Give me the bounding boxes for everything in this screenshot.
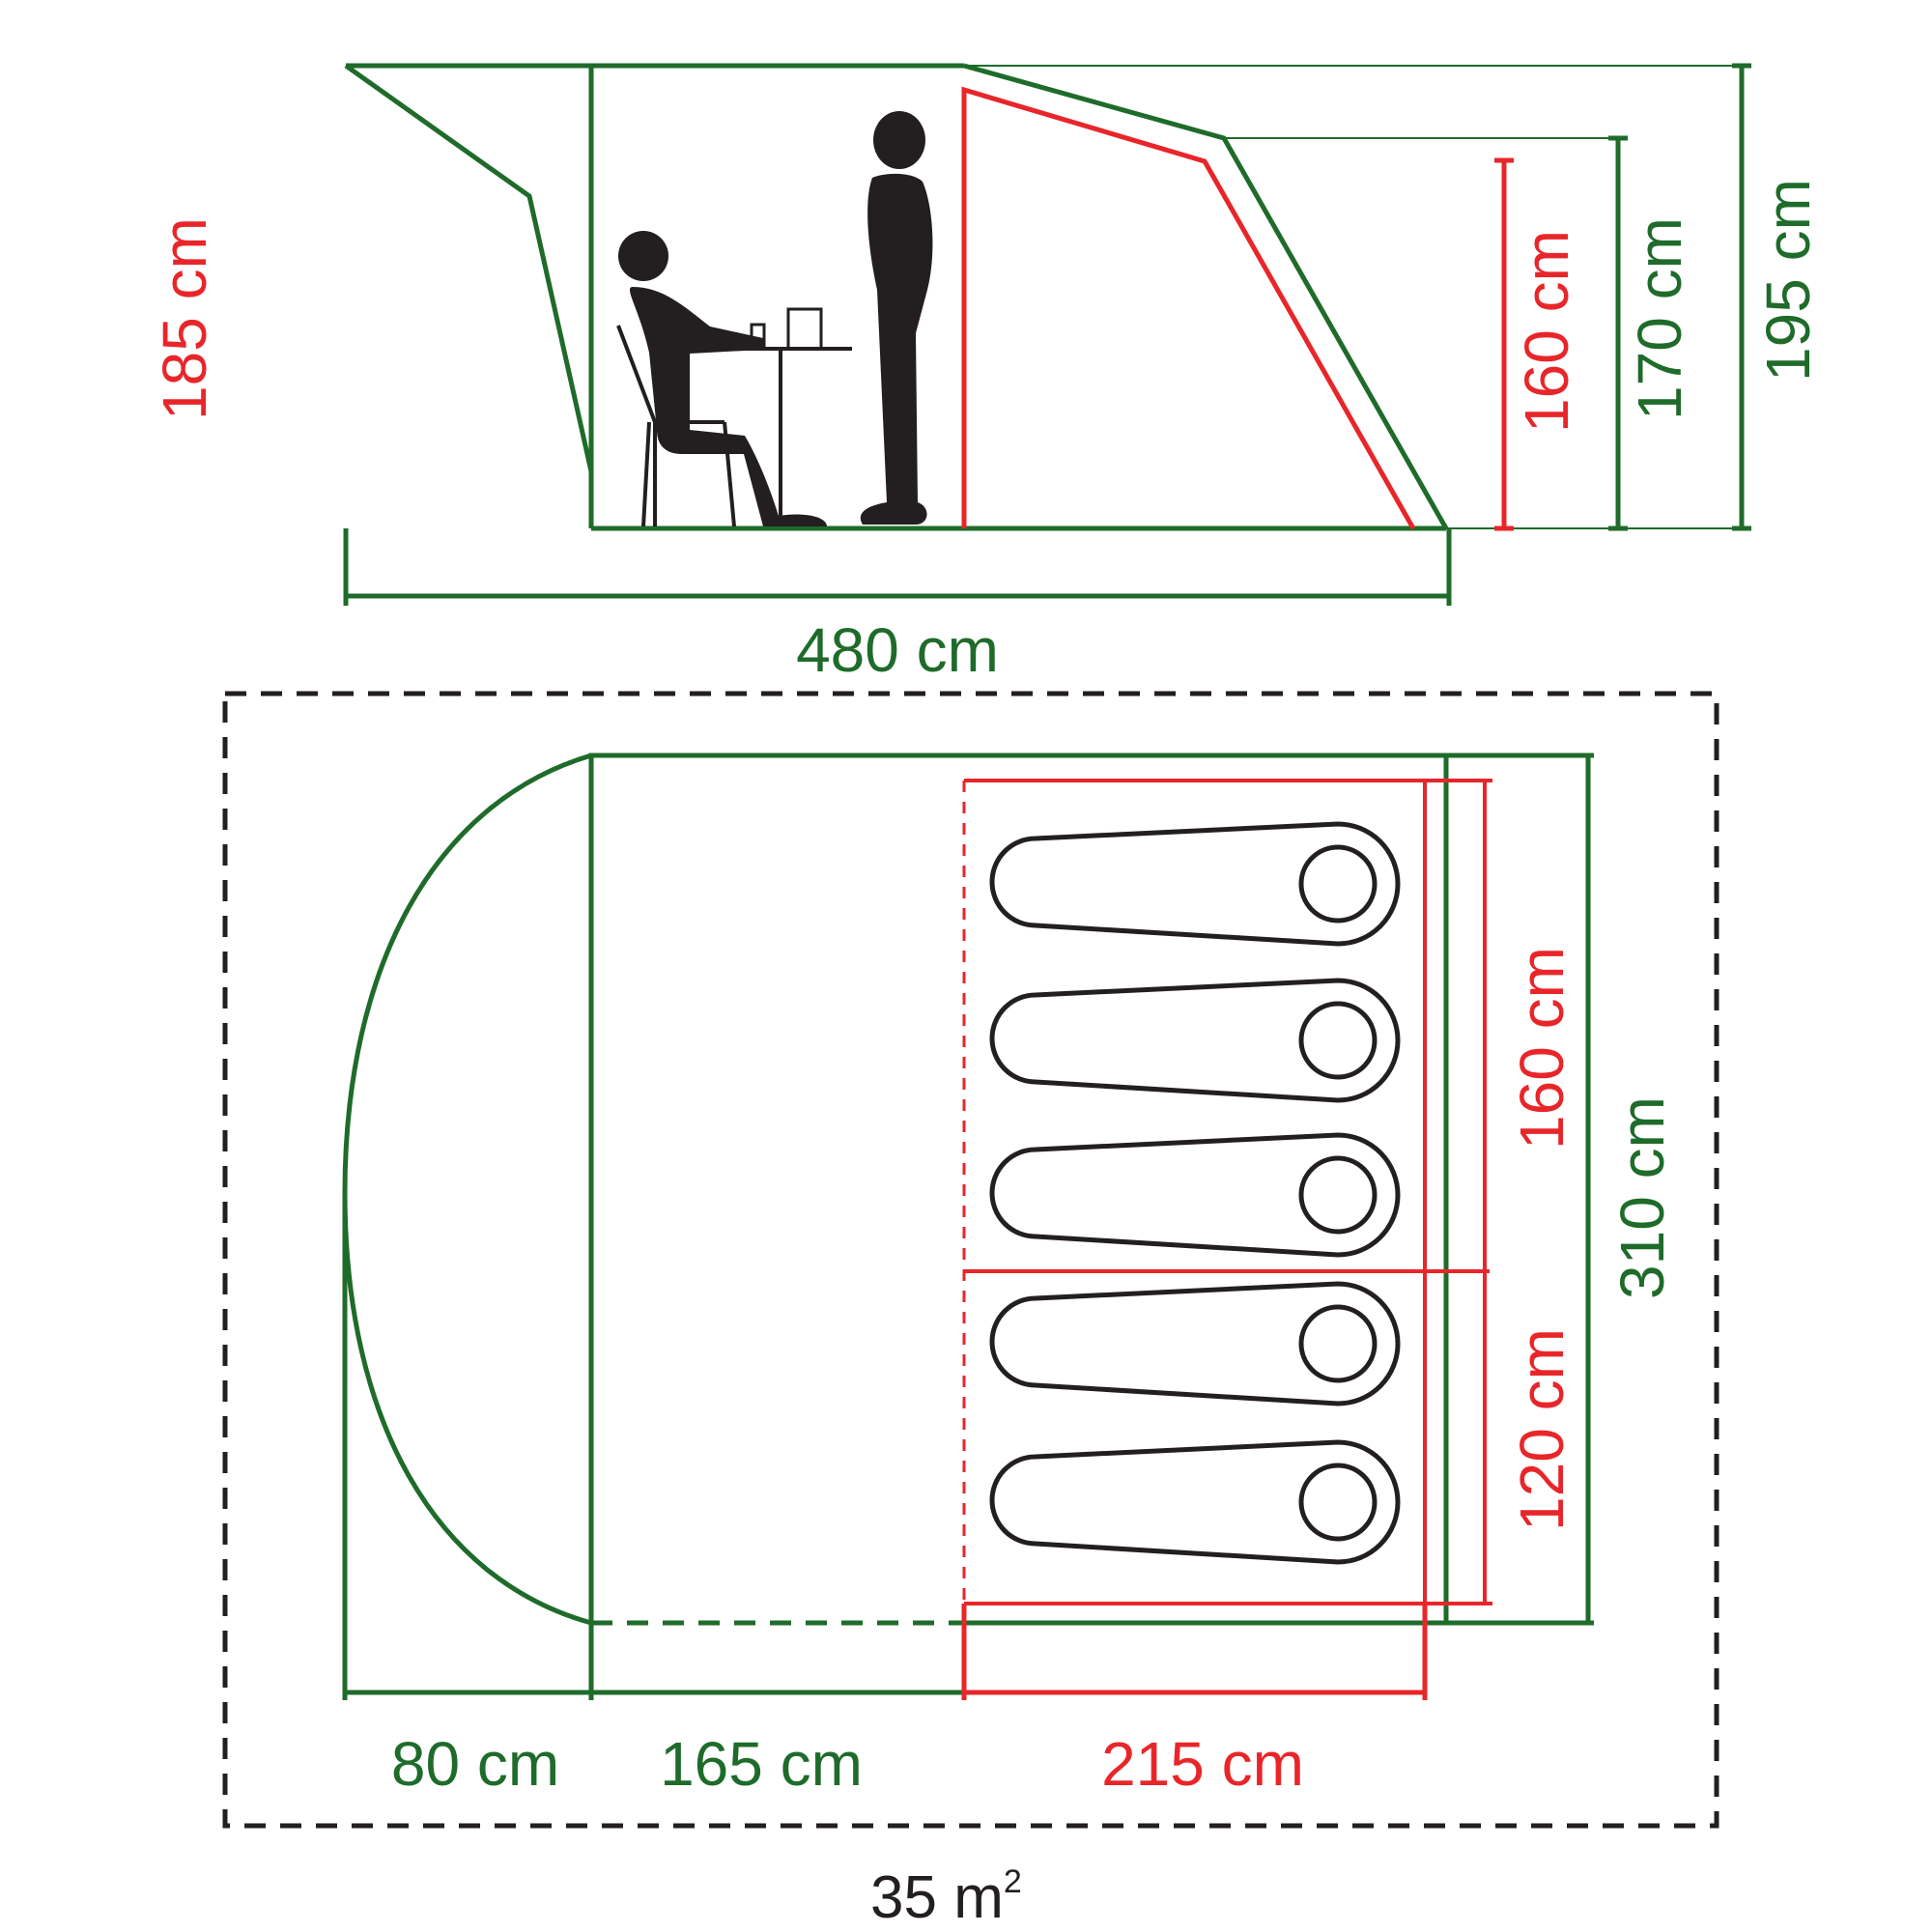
width-label: 310 cm: [1607, 1096, 1677, 1299]
bedroom-1-dim: [1425, 779, 1492, 1271]
bedroom-2-label: 120 cm: [1507, 1328, 1577, 1531]
height-dim-inner: [1494, 157, 1514, 531]
porch-depth-dim: [342, 1193, 591, 1700]
peak-height-label: 195 cm: [1753, 179, 1823, 382]
bedroom-outline: [964, 779, 1427, 1605]
width-dim: [1446, 753, 1594, 1626]
outer-tent-outline: [588, 753, 1449, 1626]
awning-outline: [344, 63, 594, 472]
length-label: 480 cm: [796, 615, 999, 685]
bedroom-depth-label: 215 cm: [1101, 1729, 1304, 1799]
porch-depth-label: 80 cm: [391, 1729, 559, 1799]
standing-person-icon: [860, 111, 933, 525]
living-depth-label: 165 cm: [660, 1729, 863, 1799]
rear-height-label: 170 cm: [1625, 217, 1694, 420]
inner-height-label: 160 cm: [1512, 230, 1581, 433]
sleeping-bag-icon: [989, 1439, 1401, 1565]
sleeping-bag-icon: [989, 978, 1401, 1103]
height-dim-rear: [1608, 135, 1628, 531]
bedroom-depth-dim: [961, 1604, 1428, 1700]
living-depth-dim: [588, 1623, 964, 1700]
sleeping-bag-icon: [989, 821, 1401, 947]
footprint-outline: [222, 691, 1719, 1829]
bedroom-2-dim: [1425, 1271, 1492, 1605]
sleeping-bag-icon: [989, 1132, 1401, 1258]
porch-outline: [342, 753, 592, 1626]
area-unit-exponent: 2: [1004, 1863, 1022, 1900]
sleeping-bag-icon: [989, 1281, 1401, 1406]
height-dim-peak: [1732, 63, 1751, 531]
length-dim: [343, 528, 1452, 606]
seated-person-icon: [616, 231, 852, 527]
side-view: [343, 63, 1751, 606]
inner-tent-profile: [961, 86, 1416, 530]
floor-plan: [222, 691, 1719, 1829]
area-value: 35 m: [870, 1864, 1004, 1931]
awning-height-label: 185 cm: [150, 217, 219, 420]
area-label: 35 m2: [870, 1863, 1022, 1931]
bedroom-1-label: 160 cm: [1507, 947, 1577, 1150]
